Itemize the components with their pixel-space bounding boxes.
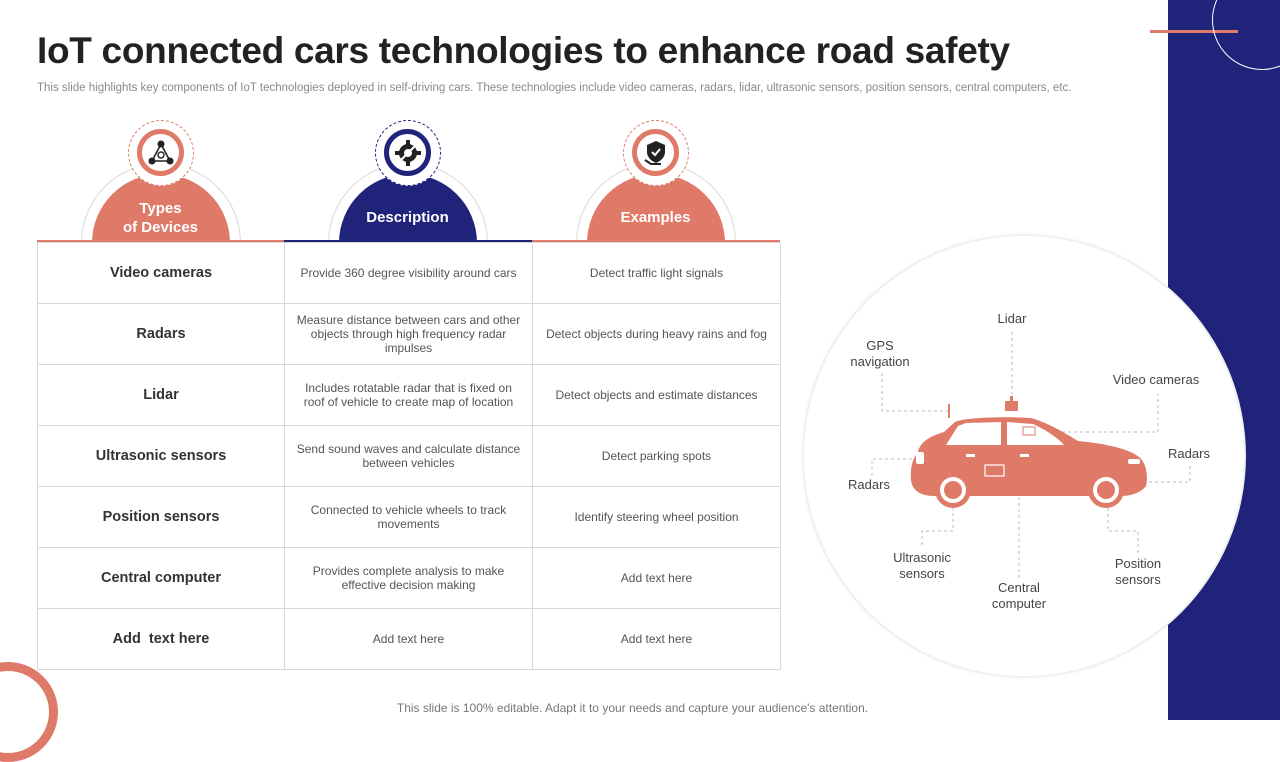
- table-row: Position sensors Connected to vehicle wh…: [37, 486, 781, 548]
- header-underline-description: [284, 240, 532, 243]
- description-cell: Measure distance between cars and other …: [284, 303, 533, 365]
- shield-hand-icon: [623, 120, 689, 186]
- car-wheels: [935, 472, 1124, 508]
- slide-subtitle: This slide highlights key components of …: [37, 82, 1072, 94]
- table-row: Radars Measure distance between cars and…: [37, 303, 781, 365]
- slide-title: IoT connected cars technologies to enhan…: [37, 30, 1010, 71]
- label-video-cameras: Video cameras: [1112, 372, 1200, 387]
- description-cell: Add text here: [284, 608, 533, 670]
- example-cell: Add text here: [532, 608, 781, 670]
- label-lidar: Lidar: [997, 311, 1027, 326]
- callout-lines: [871, 332, 1191, 578]
- label-radars-right: Radars: [1168, 446, 1210, 461]
- header-examples: Examples: [532, 115, 779, 242]
- gear-wrench-icon: [375, 120, 441, 186]
- table-row: Ultrasonic sensors Send sound waves and …: [37, 425, 781, 487]
- example-cell: Detect objects and estimate distances: [532, 364, 781, 426]
- header-label-description: Description: [366, 209, 449, 226]
- network-nodes-icon: [128, 120, 194, 186]
- car-diagram: [871, 332, 1191, 578]
- description-cell: Provides complete analysis to make effec…: [284, 547, 533, 609]
- example-cell: Detect objects during heavy rains and fo…: [532, 303, 781, 365]
- example-cell: Add text here: [532, 547, 781, 609]
- description-cell: Includes rotatable radar that is fixed o…: [284, 364, 533, 426]
- device-type-cell: Radars: [37, 303, 285, 365]
- device-type-cell: Video cameras: [37, 242, 285, 304]
- description-cell: Send sound waves and calculate distance …: [284, 425, 533, 487]
- device-type-cell: Add text here: [37, 608, 285, 670]
- device-type-cell: Central computer: [37, 547, 285, 609]
- header-underline-types: [37, 240, 284, 243]
- devices-table: Video cameras Provide 360 degree visibil…: [37, 242, 781, 670]
- label-radars-left: Radars: [848, 477, 890, 492]
- device-type-cell: Position sensors: [37, 486, 285, 548]
- accent-line: [1150, 30, 1238, 33]
- footer-note: This slide is 100% editable. Adapt it to…: [396, 701, 869, 715]
- header-label-examples: Examples: [620, 209, 691, 226]
- example-cell: Detect parking spots: [532, 425, 781, 487]
- table-row: Add text here Add text here Add text her…: [37, 608, 781, 670]
- device-type-cell: Ultrasonic sensors: [37, 425, 285, 487]
- description-cell: Connected to vehicle wheels to track mov…: [284, 486, 533, 548]
- car-icon: [910, 396, 1147, 496]
- description-cell: Provide 360 degree visibility around car…: [284, 242, 533, 304]
- table-row: Central computer Provides complete analy…: [37, 547, 781, 609]
- header-underline-examples: [532, 240, 780, 243]
- table-row: Video cameras Provide 360 degree visibil…: [37, 242, 781, 304]
- header-description: Description: [284, 115, 531, 242]
- example-cell: Detect traffic light signals: [532, 242, 781, 304]
- example-cell: Identify steering wheel position: [532, 486, 781, 548]
- table-row: Lidar Includes rotatable radar that is f…: [37, 364, 781, 426]
